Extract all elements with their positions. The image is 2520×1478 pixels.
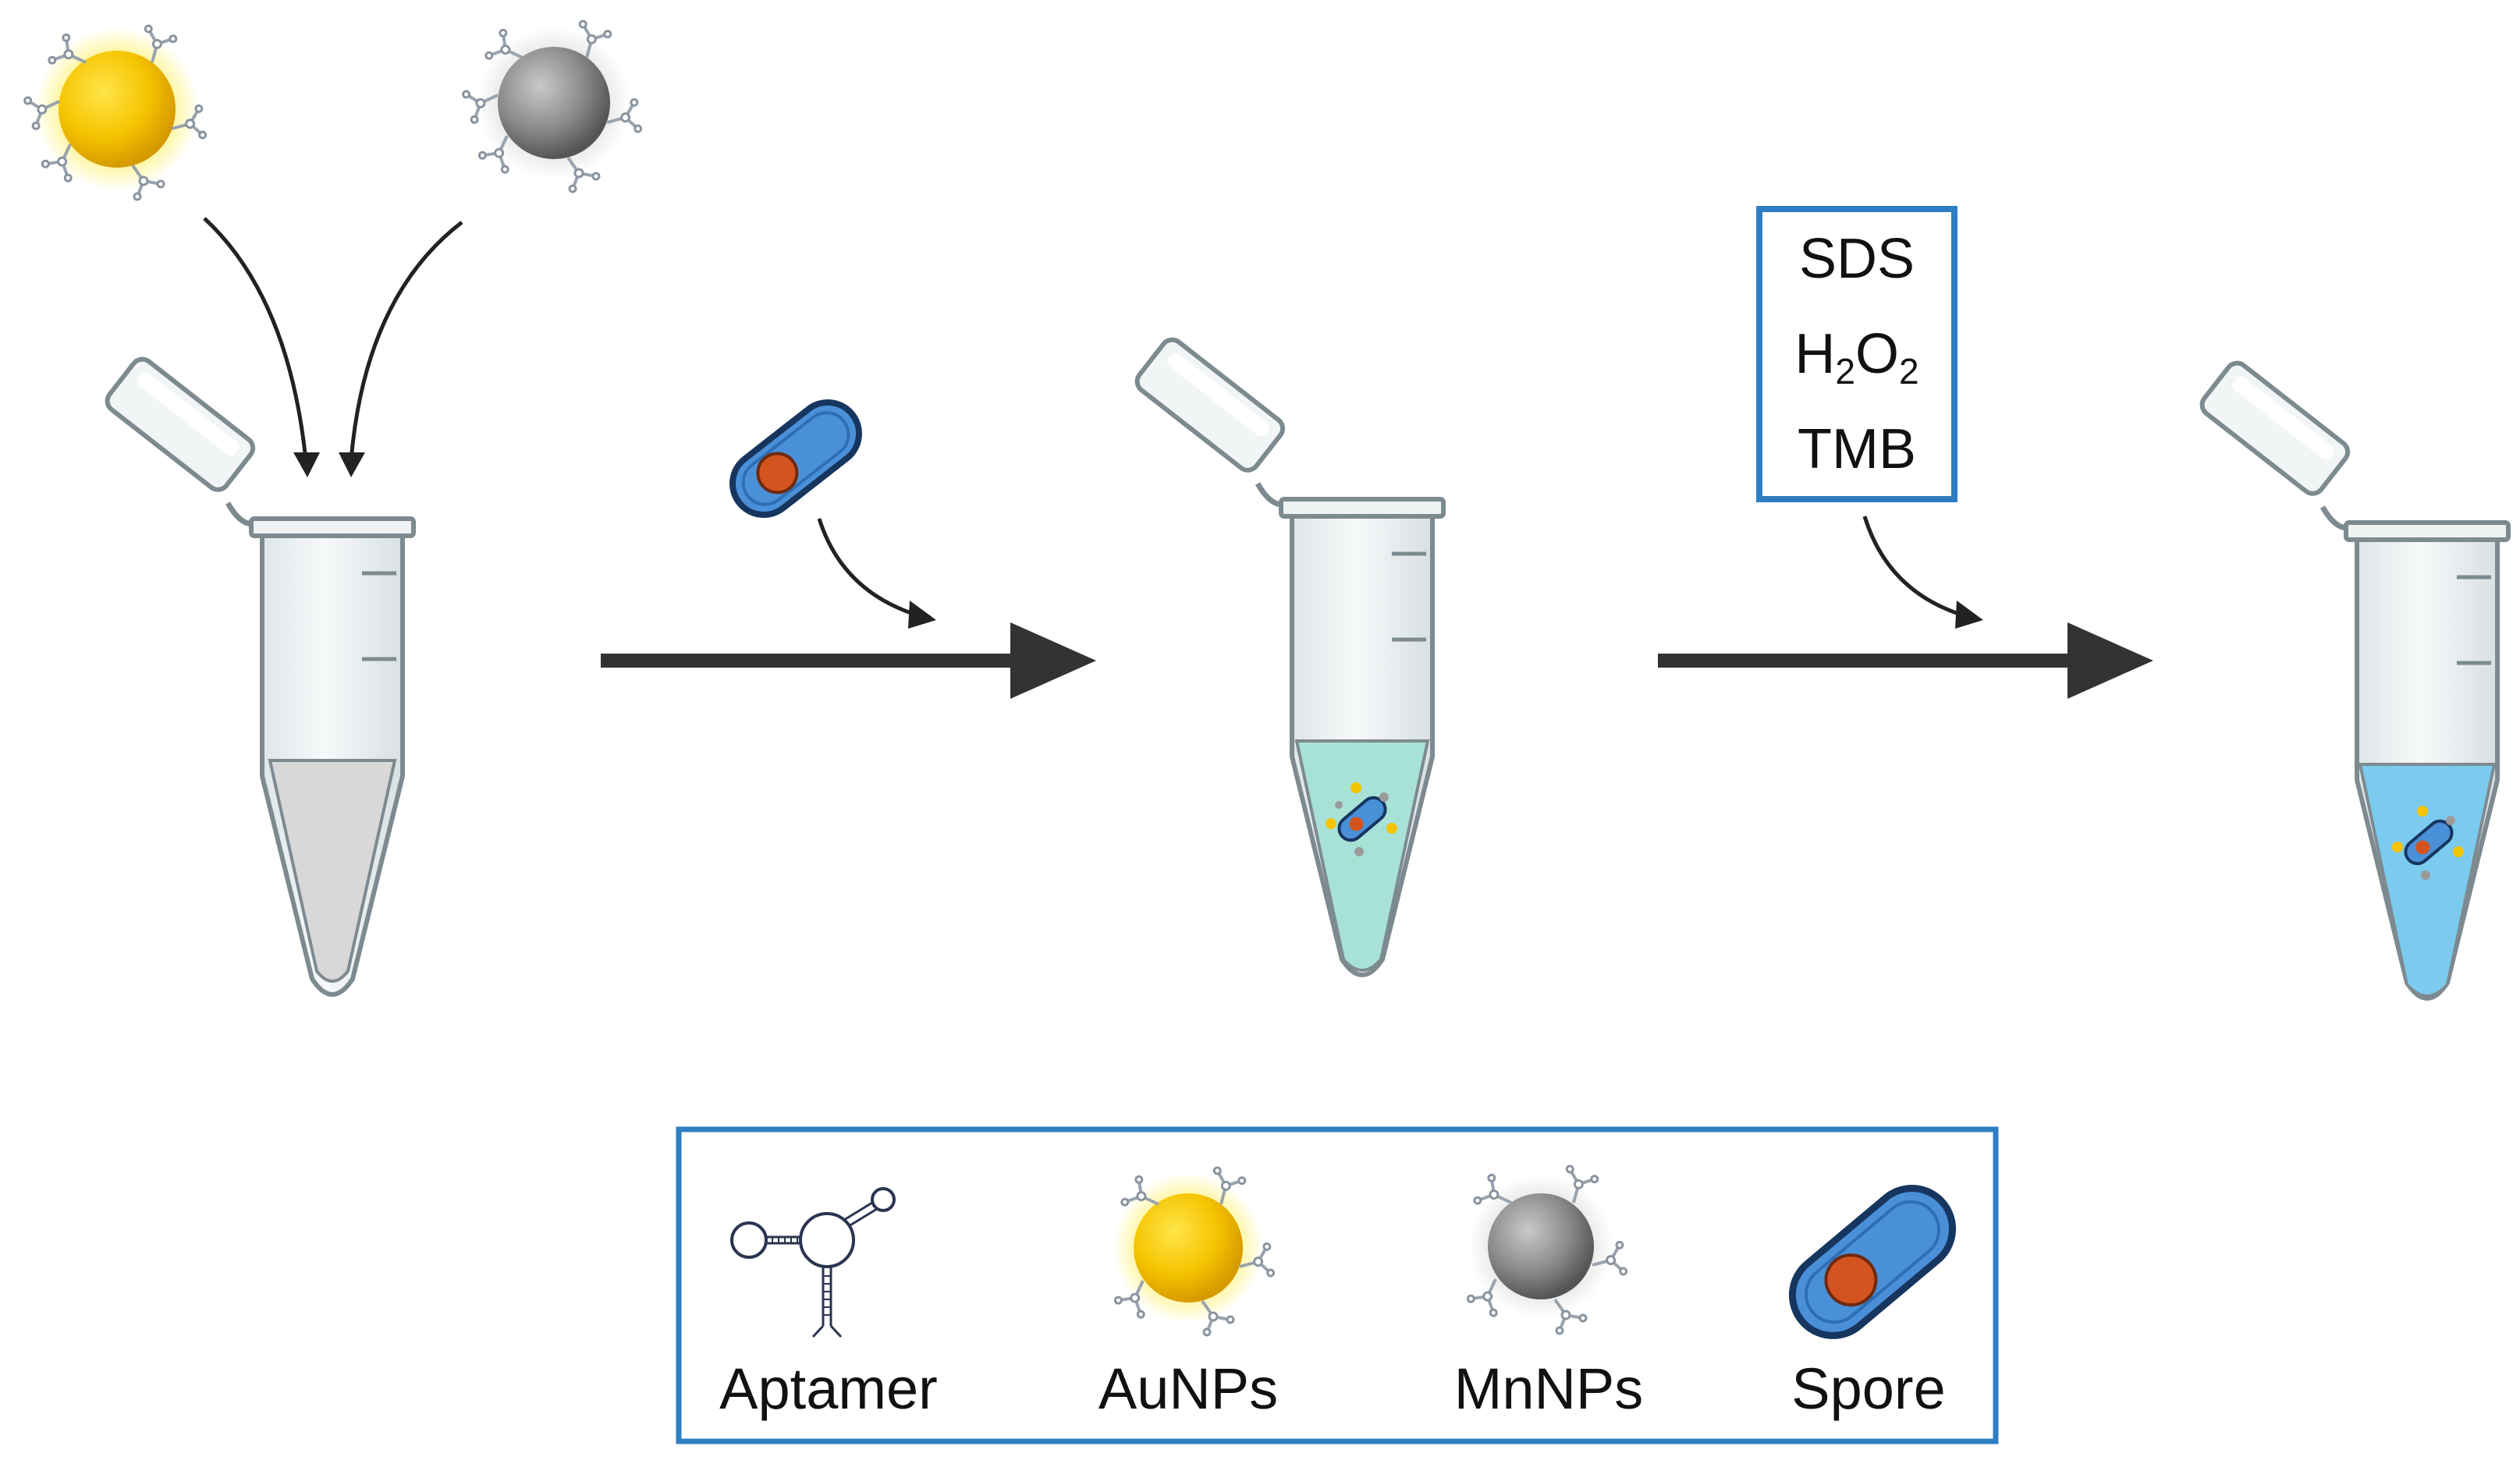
legend-aptamer-label: Aptamer xyxy=(719,1356,938,1421)
arrowhead-right xyxy=(339,452,365,477)
manganese-nanoparticle-legend-icon xyxy=(1464,1155,1638,1335)
legend-aunp-label: AuNPs xyxy=(1099,1356,1278,1421)
arrowhead-left xyxy=(293,452,320,477)
reagent-h2o2: H2O2 xyxy=(1794,323,1918,392)
legend-mnnp-label: MnNPs xyxy=(1454,1356,1644,1421)
manganese-nanoparticle-icon xyxy=(456,10,652,193)
tube-1 xyxy=(103,355,413,994)
gold-nanoparticle-legend-icon xyxy=(1111,1157,1285,1337)
gold-nanoparticle-icon xyxy=(18,15,217,201)
reagent-tmb: TMB xyxy=(1798,418,1916,480)
reagent-add-curve xyxy=(1862,516,1967,618)
mixing-arrows xyxy=(203,217,463,461)
process-arrow-2 xyxy=(1658,622,2153,699)
spore-add-curve xyxy=(817,518,921,618)
spore-icon xyxy=(729,399,862,519)
tube-2 xyxy=(1133,335,1443,975)
spore-legend-icon xyxy=(1788,1185,1957,1339)
process-arrow-1 xyxy=(601,622,1096,699)
legend-spore-label: Spore xyxy=(1791,1356,1945,1421)
blue-liquid xyxy=(2358,763,2497,998)
reagent-box: SDS H2O2 TMB xyxy=(1756,206,1957,502)
legend: Aptamer AuNPs MnNPs S xyxy=(676,1126,1999,1444)
reagent-sds: SDS xyxy=(1799,228,1915,290)
tube-3 xyxy=(2198,359,2508,998)
gray-liquid xyxy=(268,759,397,983)
spore-add-arrowhead xyxy=(908,601,936,629)
spore-complex-blue xyxy=(2392,806,2464,880)
aptamer-icon xyxy=(730,1187,896,1338)
teal-liquid xyxy=(1294,739,1430,972)
spore-complex xyxy=(1326,782,1397,856)
reagent-add-arrowhead xyxy=(1955,601,1983,629)
